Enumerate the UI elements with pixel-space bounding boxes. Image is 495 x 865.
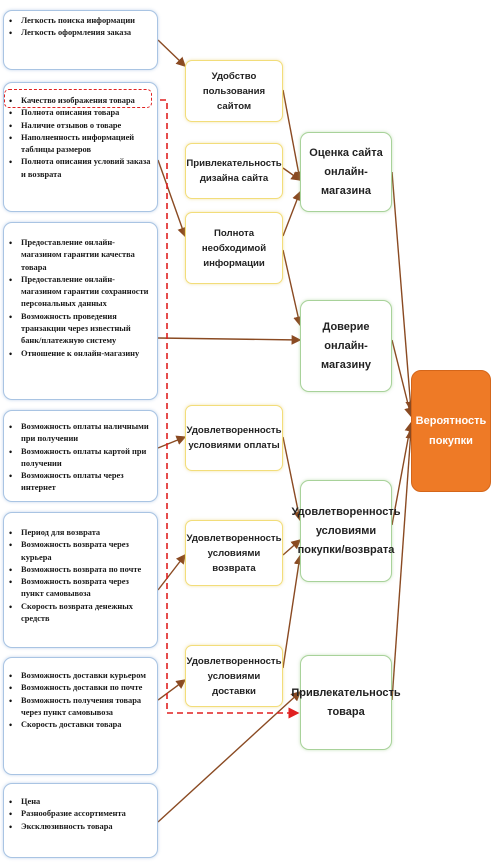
node-label: Оценка сайта онлайн-магазина — [309, 146, 383, 197]
link-design-to-site — [282, 167, 302, 181]
node-label: Привлекательность дизайна сайта — [186, 158, 282, 184]
link-info-to-trust — [282, 249, 303, 327]
link-trust-to-outcome — [391, 339, 414, 418]
link-purchase-to-outcome — [391, 421, 415, 526]
factor-item: Возможность оплаты наличными при получен… — [9, 421, 153, 446]
factor-item: Отношение к онлайн-магазину — [9, 348, 153, 361]
outcome-label: Вероятность покупки — [415, 415, 487, 447]
link-product-to-outcome — [391, 428, 416, 701]
factor-item: Разнообразие ассортимента — [9, 808, 153, 821]
node-delivery-satisfaction: Удовлетворенность условиями доставки — [185, 645, 283, 707]
node-label: Удовлетворенность условиями возврата — [186, 532, 282, 574]
factor-item: Легкость оформления заказа — [9, 27, 153, 40]
node-label: Удобство пользования сайтом — [202, 70, 266, 112]
factor-item: Легкость поиска информации — [9, 15, 153, 28]
factor-item: Качество изображения товара — [9, 95, 153, 108]
factor-item: Скорость возврата денежных средств — [9, 601, 153, 626]
factor-item: Возможность оплаты картой при получении — [9, 446, 153, 471]
node-label: Доверие онлайн-магазину — [321, 320, 371, 371]
node-label: Полнота необходимой информации — [201, 227, 267, 269]
node-purchase-return-satisfaction: Удовлетворенность условиями покупки/возв… — [292, 480, 401, 582]
factor-group-product: Цена Разнообразие ассортимента Эксклюзив… — [3, 783, 158, 858]
factor-group-delivery: Возможность доставки курьером Возможност… — [3, 657, 158, 775]
link-site-to-outcome — [391, 171, 416, 412]
link-group7-to-product — [157, 691, 302, 823]
factor-item: Полнота описания условий заказа и возвра… — [9, 156, 153, 181]
link-info-to-site — [282, 190, 302, 237]
link-group2-to-info — [157, 159, 187, 238]
factor-item: Возможность проведения транзакции через … — [9, 311, 153, 348]
node-site-usability: Удобство пользования сайтом — [185, 60, 283, 122]
factor-item: Предоставление онлайн-магазином гарантии… — [9, 237, 153, 274]
factor-item: Период для возврата — [9, 527, 153, 540]
factor-item: Предоставление онлайн-магазином гарантии… — [9, 274, 153, 311]
factor-item: Наполненность информацией таблицы размер… — [9, 132, 153, 157]
factor-group-usability: Легкость поиска информации Легкость офор… — [3, 10, 158, 70]
link-group3-to-trust — [157, 334, 302, 345]
factor-item: Эксклюзивность товара — [9, 821, 153, 834]
factor-item: Возможность возврата через пункт самовыв… — [9, 576, 153, 601]
node-label: Удовлетворенность условиями доставки — [186, 655, 282, 697]
factor-item: Возможность возврата через курьера — [9, 539, 153, 564]
link-return-to-purchase — [282, 539, 302, 556]
dashed-link-image-to-product — [150, 99, 300, 719]
node-store-trust: Доверие онлайн-магазину — [300, 300, 392, 392]
node-label: Удовлетворенность условиями оплаты — [186, 425, 282, 451]
link-group4-to-payment — [157, 435, 187, 449]
factor-item: Скорость доставки товара — [9, 719, 153, 732]
factor-group-return: Период для возврата Возможность возврата… — [3, 512, 158, 648]
link-payment-to-purchase — [282, 436, 304, 522]
link-delivery-to-purchase — [282, 554, 304, 669]
link-group1-to-usability — [157, 39, 187, 67]
factor-item: Возможность возврата по почте — [9, 564, 153, 577]
node-site-evaluation: Оценка сайта онлайн-магазина — [300, 132, 392, 212]
factor-item: Возможность оплаты через интернет — [9, 470, 153, 495]
link-group5-to-return — [157, 553, 186, 591]
factor-group-trust: Предоставление онлайн-магазином гарантии… — [3, 222, 158, 400]
node-payment-satisfaction: Удовлетворенность условиями оплаты — [185, 405, 283, 471]
factor-group-information: Качество изображения товара Полнота опис… — [3, 82, 158, 212]
node-product-attractiveness: Привлекательность товара — [291, 655, 401, 750]
factor-item: Возможность получения товара через пункт… — [9, 695, 153, 720]
factor-item: Полнота описания товара — [9, 107, 153, 120]
node-information-completeness: Полнота необходимой информации — [185, 212, 283, 284]
node-return-satisfaction: Удовлетворенность условиями возврата — [185, 520, 283, 586]
node-label: Привлекательность товара — [291, 686, 401, 718]
link-usability-to-site — [282, 89, 304, 182]
link-group6-to-delivery — [157, 679, 187, 701]
factor-item: Цена — [9, 796, 153, 809]
factor-item: Наличие отзывов о товаре — [9, 120, 153, 133]
image-quality-highlight — [4, 89, 152, 108]
factor-item: Возможность доставки по почте — [9, 682, 153, 695]
factor-group-payment: Возможность оплаты наличными при получен… — [3, 410, 158, 502]
node-design-attractiveness: Привлекательность дизайна сайта — [185, 143, 283, 199]
node-label: Удовлетворенность условиями покупки/возв… — [291, 505, 401, 556]
factor-item: Возможность доставки курьером — [9, 670, 153, 683]
node-purchase-probability: Вероятность покупки — [411, 370, 491, 492]
